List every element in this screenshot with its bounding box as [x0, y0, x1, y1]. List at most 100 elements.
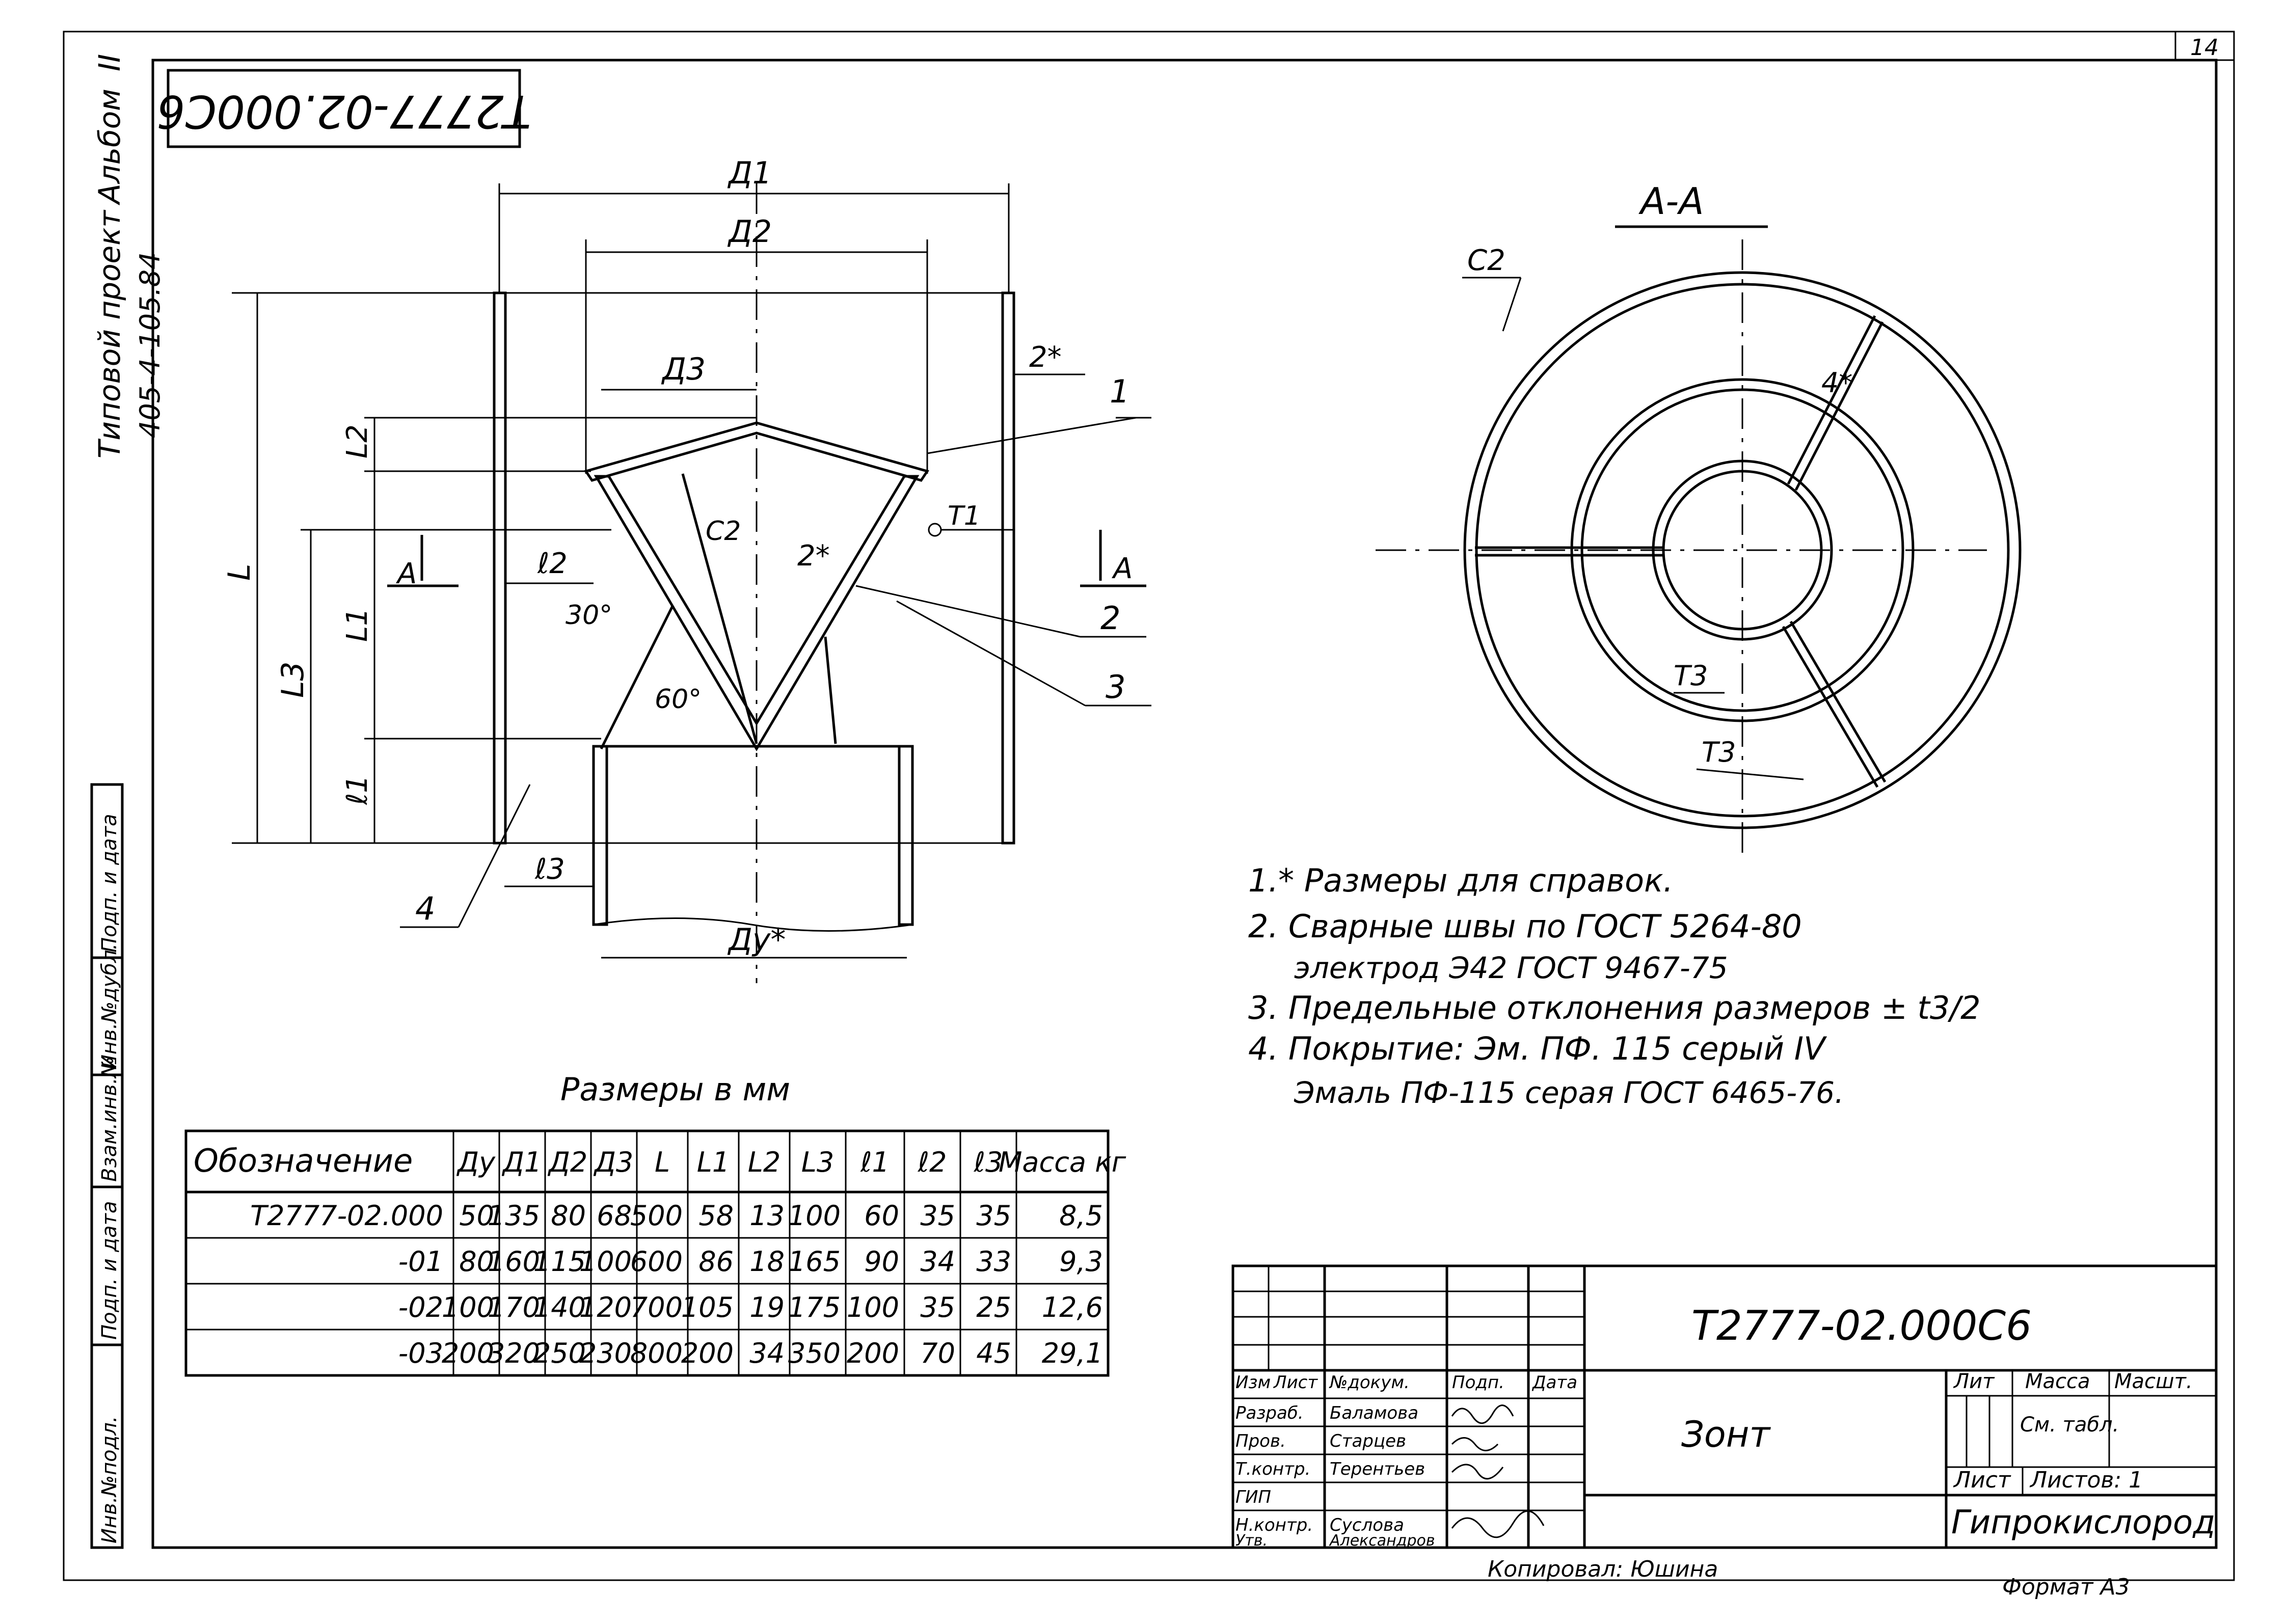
title-org: Гипрокислород [1951, 1504, 2215, 1541]
note-2: 2. Сварные швы по ГОСТ 5264-80 [1248, 908, 1802, 945]
table-header-cell: L1 [697, 1146, 730, 1178]
dim-d1: Д1 [727, 155, 772, 191]
signer-role-2: Пров. [1235, 1431, 1286, 1451]
stamp-field-4: Инв.№дубл. [98, 943, 121, 1070]
table-cell: 500 [630, 1200, 683, 1232]
table-cell: 600 [630, 1246, 683, 1278]
code-box [167, 69, 521, 148]
angle-30: 30° [566, 600, 612, 631]
album-label: Альбом [92, 89, 127, 206]
table-cell: 58 [698, 1200, 734, 1232]
table-cell: 34 [920, 1246, 955, 1278]
signer-role-5: Н.контр. [1235, 1515, 1313, 1535]
dim-l2: L2 [341, 424, 374, 458]
dim-l3: L3 [275, 661, 311, 698]
dim-l: L [222, 564, 257, 581]
table-header-cell: Ду [456, 1146, 496, 1178]
table-cell: 200 [442, 1337, 494, 1369]
format-label: Формат А3 [2002, 1574, 2130, 1600]
table-cell: 100 [788, 1200, 841, 1232]
sig-h-sign: Подп. [1452, 1372, 1504, 1393]
table-cell: 35 [976, 1200, 1011, 1232]
signature-1 [1451, 1404, 1514, 1424]
table-cell: 80 [551, 1200, 586, 1232]
table-header-cell: Д2 [548, 1146, 588, 1178]
position-1: 1 [1110, 373, 1129, 410]
table-cell: 50 [459, 1200, 494, 1232]
dim-ell1: ℓ1 [341, 775, 374, 805]
table-cell: 175 [788, 1291, 841, 1323]
table-header-cell: ℓ2 [918, 1146, 947, 1178]
signer-name-2: Старцев [1330, 1431, 1406, 1451]
inner-frame [151, 59, 2218, 1549]
units-caption: Размеры в мм [560, 1071, 790, 1108]
cap-roof [584, 421, 929, 482]
table-cell: 170 [488, 1291, 540, 1323]
side-label: Типовой проект 405-4-105.84 Альбом II [92, 54, 166, 458]
title-code: T2777-02.000C6 [1691, 1302, 2032, 1349]
dim-thickness-cone: 2* [797, 539, 830, 573]
title-mass-value: См. табл. [2020, 1413, 2119, 1437]
title-sheets: Листов: 1 [2029, 1467, 2143, 1493]
table-cell: 115 [533, 1246, 586, 1278]
sig-h-date: Дата [1531, 1372, 1577, 1393]
table-header-cell: ℓ3 [974, 1146, 1003, 1178]
table-cell: 230 [579, 1337, 632, 1369]
main-view: Д1 Д2 Д3 L L3 L2 L1 ℓ1 ℓ2 ℓ3 Ду* 2* [222, 155, 1151, 983]
table-cell: 320 [488, 1337, 540, 1369]
title-mass: Масса [2025, 1370, 2090, 1393]
table-cell: 45 [976, 1337, 1011, 1369]
table-cell: 12,6 [1042, 1291, 1103, 1323]
table-cell: 120 [579, 1291, 632, 1323]
signer-role-1: Разраб. [1235, 1403, 1304, 1423]
table-cell: 100 [847, 1291, 899, 1323]
sheet-number-box [2174, 31, 2235, 61]
table-cell: 140 [533, 1291, 586, 1323]
position-4: 4 [415, 890, 435, 927]
position-3: 3 [1106, 668, 1125, 706]
table-cell: 250 [533, 1337, 586, 1369]
table-cell: T2777-02.000 [250, 1200, 443, 1232]
table-cell: -02 [398, 1291, 443, 1323]
table-cell: 33 [976, 1246, 1011, 1278]
sig-h-doc: №докум. [1329, 1372, 1410, 1393]
signer-role-6: Утв. [1235, 1532, 1268, 1550]
dim-l1: L1 [341, 608, 374, 642]
table-cell: 165 [788, 1246, 841, 1278]
pipe-wall-right [898, 745, 914, 926]
table-cell: 8,5 [1059, 1200, 1103, 1232]
section-title: А-А [1638, 180, 1704, 223]
album-number: II [92, 54, 127, 71]
title-block: T2777-02.000C6 Зонт Гипрокислород Лит Ма… [1231, 1264, 2218, 1550]
inner-cone [594, 475, 920, 751]
note-2b: электрод Э42 ГОСТ 9467-75 [1294, 951, 1728, 985]
table-cell: 70 [920, 1337, 955, 1369]
section-weld-c2: С2 [1467, 244, 1505, 277]
table-cell: 86 [698, 1246, 734, 1278]
pipe-wall-left [592, 745, 608, 926]
table-cell: 80 [459, 1246, 494, 1278]
stamp-field-1: Инв.№подл. [98, 1416, 121, 1544]
signer-role-3: Т.контр. [1235, 1459, 1310, 1479]
notes: 1.* Размеры для справок. 2. Сварные швы … [1248, 862, 1981, 1110]
table-cell: -01 [398, 1246, 443, 1278]
table-cell: 100 [579, 1246, 632, 1278]
position-2-label: 2 [1100, 600, 1120, 637]
note-4b: Эмаль ПФ-115 серая ГОСТ 6465-76. [1294, 1075, 1844, 1110]
note-4: 4. Покрытие: Эм. ПФ. 115 серый IV [1248, 1030, 1827, 1067]
note-3: 3. Предельные отклонения размеров ± t3/2 [1248, 989, 1981, 1026]
table-cell: 90 [864, 1246, 899, 1278]
table-cell: -03 [398, 1337, 443, 1369]
section-rib-thickness: 4* [1821, 367, 1852, 399]
table-cell: 350 [788, 1337, 841, 1369]
table-header-cell: Обозначение [194, 1142, 413, 1179]
table-cell: 19 [749, 1291, 785, 1323]
outer-wall-right [1001, 291, 1015, 845]
table-cell: 34 [749, 1337, 785, 1369]
table-cell: 35 [920, 1200, 955, 1232]
table-header-cell: L3 [801, 1146, 834, 1178]
table-header-cell: Д1 [502, 1146, 542, 1178]
section-mark-right: А [1112, 552, 1133, 585]
weld-t1: Т1 [948, 501, 981, 531]
section-weld-t3-outer: Т3 [1702, 736, 1736, 768]
